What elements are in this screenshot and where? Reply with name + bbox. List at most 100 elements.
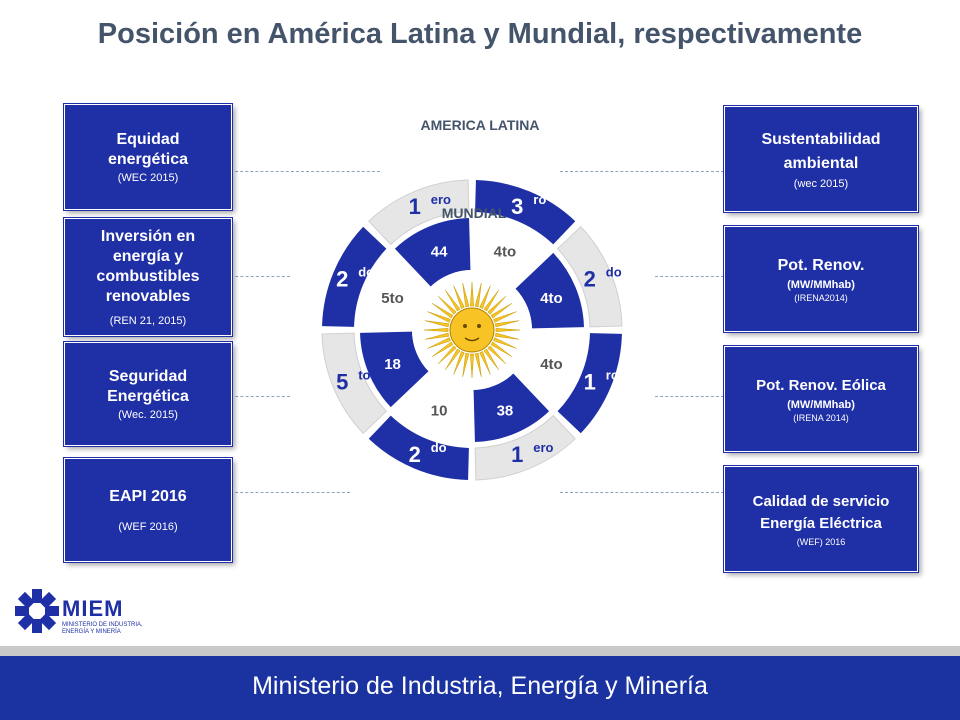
sun-ray [427, 311, 451, 323]
inner-ring-segment [394, 373, 471, 442]
sun-ray [431, 341, 454, 357]
connector-line [560, 171, 724, 172]
sun-mouth [464, 337, 480, 342]
sun-ray [462, 282, 470, 308]
outer-ring-segment [321, 332, 388, 434]
inner-ring-segment [360, 252, 429, 329]
outer-rank-suffix: ero [533, 440, 553, 455]
indicator-title: Inversión en energía y combustibles reno… [96, 228, 200, 305]
mundial-label: MUNDIAL [442, 205, 507, 221]
sun-ray [493, 337, 517, 349]
indicator-source: (WEF 2016) [118, 521, 178, 533]
connector-line [230, 492, 350, 493]
sun-ray [474, 282, 482, 308]
connector-line [230, 396, 290, 397]
outer-rank-label: 3 [511, 194, 523, 219]
sun-ray [437, 345, 457, 365]
indicator-title: Calidad de servicio Energía Eléctrica [752, 493, 890, 532]
outer-ring-segment [368, 415, 469, 480]
inner-ring-segment [473, 218, 550, 287]
sun-ray [479, 351, 491, 375]
sun-ray [487, 295, 507, 315]
sun-ray [483, 348, 499, 371]
sun-ray [462, 352, 470, 378]
outer-rank-suffix: to [358, 367, 370, 382]
inner-ring-segment [394, 218, 471, 287]
outer-rank-label: 1 [584, 369, 596, 394]
sun-ray [495, 328, 521, 332]
sun-ray [445, 348, 461, 371]
outer-rank-suffix: ero [431, 192, 451, 207]
outer-ring-segment [557, 333, 622, 434]
inner-rank-label: 44 [431, 244, 448, 261]
outer-rank-label: 2 [336, 267, 348, 292]
inner-ring-segment [473, 373, 550, 442]
outer-ring-segment [322, 226, 387, 327]
sun-ray [490, 303, 513, 319]
sun-ray [445, 289, 461, 312]
footer-strip [0, 646, 960, 656]
sun-ray [423, 328, 449, 332]
indicator-unit: (MW/MMhab) [787, 398, 855, 411]
sun-ray [424, 320, 450, 328]
miem-logo-icon [15, 589, 59, 633]
indicator-source: (wec 2015) [793, 178, 849, 190]
outer-rank-suffix: do [606, 265, 622, 280]
indicator-title: Pot. Renov. [777, 256, 865, 274]
sun-ray [494, 320, 520, 328]
sun-ray [431, 303, 454, 319]
sun-ray [490, 341, 513, 357]
outer-ring-segment [556, 226, 623, 328]
sun-ray [437, 295, 457, 315]
outer-ring-segment [474, 414, 576, 481]
connector-line [230, 276, 290, 277]
inner-rank-label: 4to [494, 244, 517, 261]
sun-ray [470, 353, 474, 379]
outer-rank-label: 1 [409, 194, 421, 219]
connector-line [655, 396, 724, 397]
inner-ring-segment [360, 331, 429, 408]
sun-ray [453, 351, 465, 375]
inner-rank-label: 5to [381, 290, 404, 307]
inner-ring-segment [515, 331, 584, 408]
sun-ray [427, 337, 451, 349]
logo-subtitle: MINISTERIO DE INDUSTRIA, ENERGÍA Y MINER… [62, 622, 143, 635]
outer-rank-suffix: do [358, 265, 374, 280]
indicator-unit: (MW/MMhab) [787, 278, 855, 291]
outer-rank-suffix: ro [533, 192, 546, 207]
america-latina-label: AMERICA LATINA [421, 117, 540, 133]
page-title: Posición en América Latina y Mundial, re… [97, 18, 863, 50]
indicator-title: Pot. Renov. Eólica [756, 376, 886, 394]
sun-ray [479, 285, 491, 309]
inner-rank-label: 18 [384, 356, 401, 373]
logo-name: MIEM [62, 596, 124, 621]
connector-line [560, 492, 724, 493]
indicator-box-calidad: Calidad de servicio Energía Eléctrica (W… [723, 465, 919, 573]
connector-line [230, 171, 380, 172]
outer-rank-label: 5 [336, 369, 348, 394]
inner-rank-label: 4to [540, 290, 563, 307]
sun-face [449, 307, 495, 353]
indicator-title: Sustentabilidad ambiental [761, 131, 881, 172]
indicator-box-seguridad: Seguridad Energética (Wec. 2015) [63, 341, 233, 447]
indicator-box-equidad: Equidad energética (WEC 2015) [63, 103, 233, 211]
sun-ray [487, 345, 507, 365]
indicator-box-pot-renov-eolica: Pot. Renov. Eólica (MW/MMhab) (IRENA 201… [723, 345, 919, 453]
connector-line [655, 276, 724, 277]
sun-ray [424, 332, 450, 340]
sun-ray [494, 332, 520, 340]
indicator-source: (IRENA2014) [794, 292, 848, 303]
footer-bar [0, 656, 960, 720]
outer-rank-suffix: ro [606, 367, 619, 382]
indicator-title: Equidad energética [107, 131, 189, 168]
indicator-source: (Wec. 2015) [118, 409, 178, 421]
indicator-box-sustentabilidad: Sustentabilidad ambiental (wec 2015) [723, 105, 919, 213]
indicator-title: Seguridad Energética [107, 368, 189, 405]
indicator-title: EAPI 2016 [109, 488, 187, 505]
outer-rank-label: 2 [584, 267, 596, 292]
sun-ray [483, 289, 499, 312]
inner-rank-label: 10 [431, 402, 448, 419]
inner-rank-label: 38 [497, 402, 514, 419]
sun-ray [474, 352, 482, 378]
